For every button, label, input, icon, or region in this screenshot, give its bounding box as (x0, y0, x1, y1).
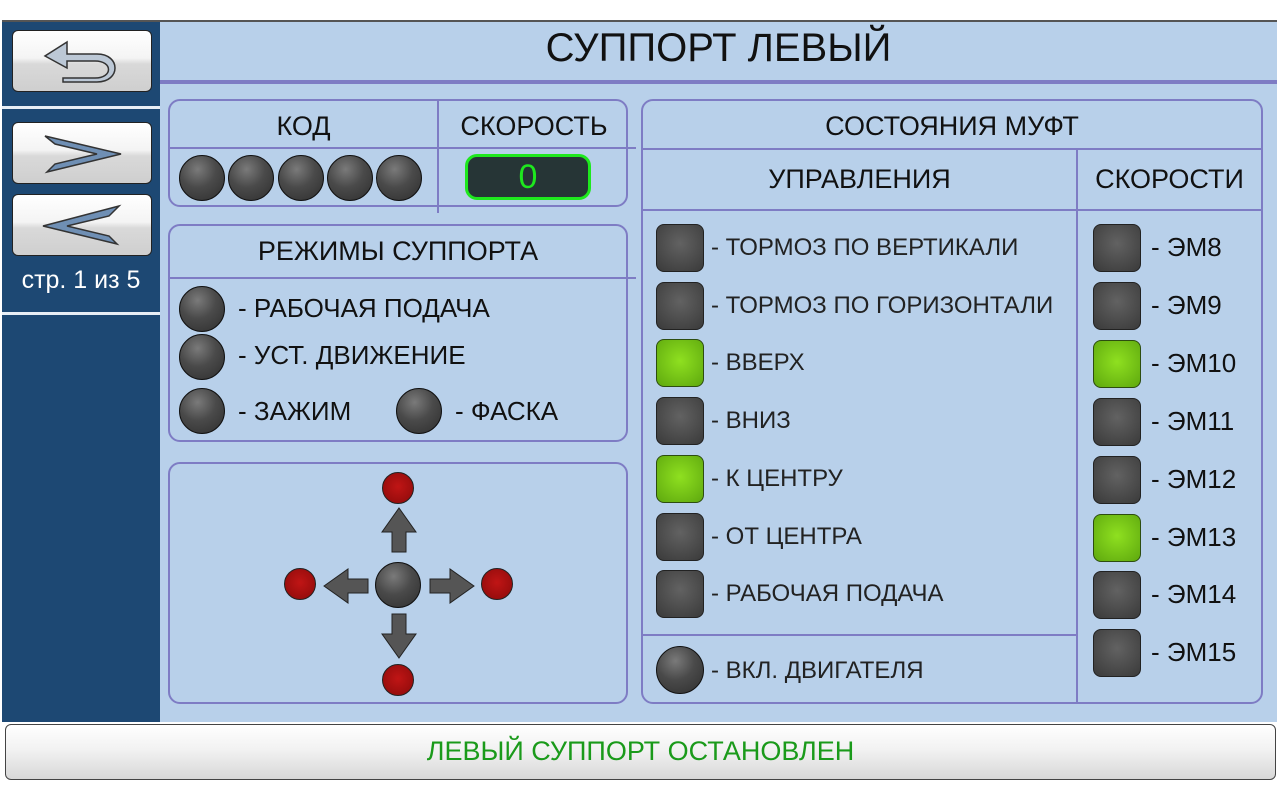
speed-clutch-label: - ЭМ11 (1151, 405, 1235, 436)
speed-clutch-label: - ЭМ15 (1151, 637, 1237, 668)
control-clutch-label: - ТОРМОЗ ПО ГОРИЗОНТАЛИ (711, 291, 1054, 319)
arrow-up-icon (381, 507, 417, 553)
main-area: СУППОРТ ЛЕВЫЙ КОД СКОРОСТЬ 0 РЕЖИМЫ СУПП… (160, 20, 1277, 722)
control-clutch-indicator (656, 454, 704, 503)
speeds-header: СКОРОСТИ (1095, 164, 1244, 194)
limit-right-indicator (481, 568, 513, 600)
limit-up-indicator (382, 472, 414, 504)
page-indicator: стр. 1 из 5 (21, 266, 141, 294)
control-clutch-indicator (656, 339, 704, 388)
code-bit-indicator (278, 155, 324, 201)
mode-label: - ЗАЖИМ (238, 396, 352, 426)
speed-clutch-indicator (1093, 455, 1141, 504)
code-label: КОД (276, 111, 331, 141)
speed-label: СКОРОСТЬ (460, 111, 608, 141)
speed-clutch-indicator (1093, 224, 1141, 272)
code-bit-indicator (376, 155, 422, 201)
back-arrow-icon (43, 40, 116, 83)
title-divider (160, 80, 1277, 84)
speed-clutch-label: - ЭМ13 (1151, 521, 1237, 552)
speed-value-display: 0 (465, 154, 591, 200)
prev-page-button[interactable] (12, 194, 152, 256)
code-bit-indicator (179, 155, 225, 201)
direction-panel (168, 462, 628, 704)
mode-label: - УСТ. ДВИЖЕНИЕ (238, 340, 466, 370)
arrow-right-icon (429, 568, 475, 604)
speed-clutch-label: - ЭМ14 (1151, 579, 1237, 610)
mode-indicator-set-motion (179, 334, 225, 380)
control-clutch-indicator (656, 224, 704, 272)
speed-clutch-indicator (1093, 281, 1141, 330)
limit-left-indicator (284, 568, 316, 600)
motor-on-indicator (656, 646, 704, 694)
chevron-left-icon (42, 204, 122, 246)
next-page-button[interactable] (12, 122, 152, 184)
chevron-right-icon (44, 135, 122, 174)
code-bit-indicator (228, 155, 274, 201)
speed-clutch-indicator (1093, 339, 1141, 388)
joystick-center-indicator (375, 562, 421, 608)
speed-clutch-indicator (1093, 571, 1141, 620)
speed-clutch-label: - ЭМ12 (1151, 463, 1237, 494)
mode-indicator-clamp (179, 388, 225, 434)
code-speed-panel: КОД СКОРОСТЬ 0 (168, 99, 636, 213)
speed-clutch-indicator (1093, 629, 1141, 678)
divider (2, 312, 160, 315)
control-clutch-label: - ТОРМОЗ ПО ВЕРТИКАЛИ (711, 234, 1019, 261)
motor-on-label: - ВКЛ. ДВИГАТЕЛЯ (711, 657, 924, 684)
control-clutch-label: - ВВЕРХ (711, 349, 805, 377)
speed-clutch-indicator (1093, 397, 1141, 446)
code-bit-indicator (327, 155, 373, 201)
control-clutch-indicator (656, 281, 704, 330)
speed-clutch-label: - ЭМ10 (1151, 347, 1237, 378)
status-bar: ЛЕВЫЙ СУППОРТ ОСТАНОВЛЕН (5, 724, 1276, 780)
arrow-down-icon (381, 613, 417, 659)
speed-clutch-label: - ЭМ9 (1151, 289, 1222, 320)
divider (2, 106, 160, 109)
control-clutch-label: - РАБОЧАЯ ПОДАЧА (711, 580, 944, 608)
modes-title: РЕЖИМЫ СУППОРТА (257, 236, 539, 266)
page-title: СУППОРТ ЛЕВЫЙ (545, 26, 892, 70)
mode-label: - ФАСКА (455, 396, 559, 426)
control-header: УПРАВЛЕНИЯ (768, 164, 951, 194)
control-clutch-indicator (656, 512, 704, 561)
clutch-state-panel: СОСТОЯНИЯ МУФТ УПРАВЛЕНИЯ СКОРОСТИ - ТОР… (641, 99, 1263, 704)
mode-indicator-working-feed (179, 286, 225, 332)
mode-label: - РАБОЧАЯ ПОДАЧА (238, 293, 490, 323)
control-clutch-indicator (656, 570, 704, 619)
control-clutch-label: - ОТ ЦЕНТРА (711, 522, 862, 550)
mode-indicator-chamfer (396, 388, 442, 434)
speed-clutch-label: - ЭМ8 (1151, 232, 1222, 262)
speed-clutch-indicator (1093, 513, 1141, 562)
back-button[interactable] (12, 30, 152, 92)
limit-down-indicator (382, 664, 414, 696)
control-clutch-label: - К ЦЕНТРУ (711, 464, 843, 492)
arrow-left-icon (323, 568, 369, 604)
sidebar: стр. 1 из 5 (2, 20, 160, 722)
clutch-title: СОСТОЯНИЯ МУФТ (825, 111, 1079, 141)
control-clutch-label: - ВНИЗ (711, 407, 791, 435)
control-clutch-indicator (656, 397, 704, 446)
modes-panel: РЕЖИМЫ СУППОРТА - РАБОЧАЯ ПОДАЧА - УСТ. … (168, 224, 636, 442)
